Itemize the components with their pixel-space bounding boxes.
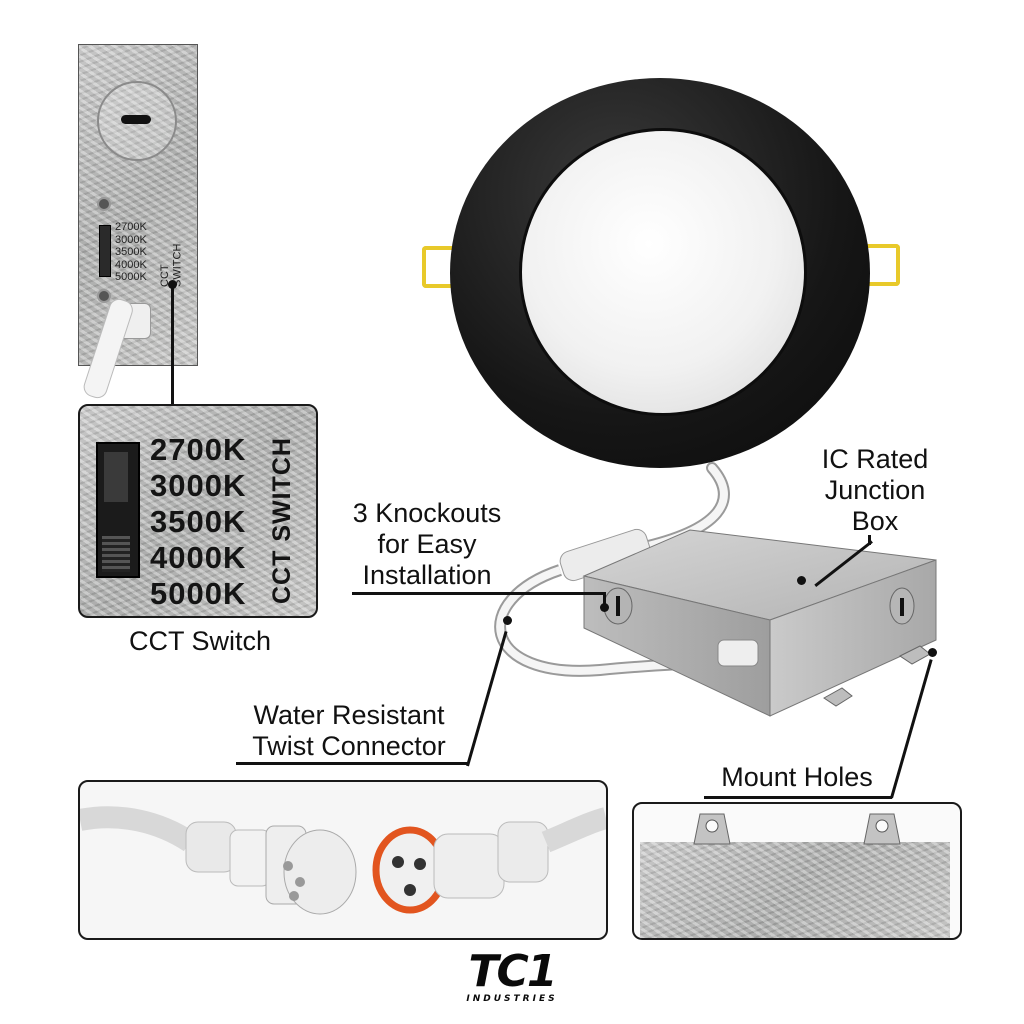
cct-temp-small: 3000K — [115, 233, 147, 246]
pin-icon — [295, 877, 305, 887]
cct-temp: 2700K — [150, 432, 247, 467]
box-side — [640, 842, 950, 938]
mount-holes-panel — [632, 802, 962, 940]
brand-logo-mark: TC1 — [468, 946, 558, 997]
brand-logo: TC1 INDUSTRIES — [462, 946, 562, 1005]
spring-clip-right — [852, 244, 900, 286]
connector-line: Water Resistant — [253, 700, 445, 730]
knockouts-line: Installation — [362, 560, 492, 590]
rivet-icon — [97, 197, 111, 211]
knockouts-callout: 3 Knockouts for Easy Installation — [322, 498, 532, 591]
mount-tabs — [693, 813, 901, 845]
cct-temp-small: 5000K — [115, 271, 147, 283]
knockouts-line: 3 Knockouts — [352, 498, 502, 528]
ic-rated-callout: IC Rated Junction Box — [800, 444, 950, 537]
mount-holes-label: Mount Holes — [721, 762, 873, 792]
spring-clip-left — [422, 246, 470, 288]
knockout-slot — [121, 115, 151, 124]
socket-icon — [414, 858, 426, 870]
cct-zoom-panel: 2700K 3000K 3500K 4000K 5000K CCT SWITCH — [78, 404, 318, 618]
socket-icon — [392, 856, 404, 868]
cct-temps-zoom: 2700K 3000K 3500K 4000K 5000K — [150, 432, 246, 612]
mount-hole-icon — [705, 819, 719, 833]
socket-icon — [404, 884, 416, 896]
cct-temp-small: 2700K — [115, 221, 147, 233]
cct-temp-small: 4000K — [115, 258, 147, 271]
brand-logo-sub: INDUSTRIES — [466, 994, 558, 1004]
mount-hole-icon — [875, 819, 889, 833]
rivet-icon — [97, 289, 111, 303]
connector-callout: Water Resistant Twist Connector — [222, 700, 476, 762]
cct-caption: CCT Switch — [128, 626, 272, 656]
driver-box: 2700K 3000K 3500K 4000K 5000K CCT SWITCH — [78, 44, 198, 366]
connector-panel — [78, 780, 608, 940]
ic-rated-line: Box — [851, 506, 899, 536]
cct-slide-switch-zoom — [96, 442, 140, 578]
knockouts-line: for Easy — [377, 529, 477, 559]
cct-temps-small: 2700K 3000K 3500K 4000K 5000K — [115, 221, 161, 284]
connector-line: Twist Connector — [252, 731, 446, 761]
cct-temp: 5000K — [150, 576, 247, 611]
cct-slide-switch[interactable] — [99, 225, 111, 277]
downlight-lens — [519, 128, 807, 416]
cct-temp: 3000K — [150, 468, 247, 503]
connector-illustration — [80, 806, 606, 915]
ic-rated-line: Junction — [824, 475, 926, 505]
pin-icon — [289, 891, 299, 901]
junction-box — [582, 529, 937, 717]
pin-icon — [283, 861, 293, 871]
ic-rated-line: IC Rated — [821, 444, 929, 474]
cct-temp: 3500K — [150, 504, 247, 539]
cct-temp-small: 3500K — [115, 246, 147, 258]
cct-temp: 4000K — [150, 540, 247, 575]
